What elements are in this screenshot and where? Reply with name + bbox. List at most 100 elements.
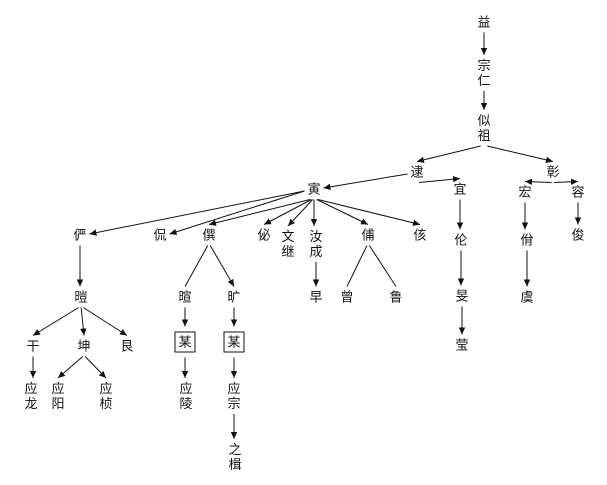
node-label: 应桢	[99, 381, 112, 412]
node-zongren: 宗仁	[477, 58, 490, 89]
node-label: 应龙	[24, 381, 37, 412]
node-label: 暟	[74, 291, 87, 306]
node-yin: 寅	[307, 182, 320, 198]
node-frame	[174, 331, 196, 353]
edge-fu-ceng	[346, 245, 368, 287]
edge-zhang-rong	[554, 178, 579, 185]
node-mou1: 某	[174, 331, 196, 353]
edge-yin-fu	[316, 199, 369, 225]
node-hui: 暟	[74, 291, 87, 306]
node-label: 佾	[520, 234, 533, 249]
node-yu2: 虞	[520, 291, 533, 306]
edge-zhang-hong	[524, 178, 552, 185]
edge-kun-yingzhen	[84, 356, 107, 379]
node-label: 应宗	[227, 381, 240, 412]
edge-yin-zhuan	[208, 199, 311, 226]
edge-yin-gai	[317, 199, 421, 226]
edge-hui-kun	[80, 307, 87, 336]
edge-yin-wenji	[287, 199, 314, 227]
edge-fu-lu	[368, 245, 397, 287]
node-lun: 伦	[454, 234, 467, 249]
edge-zhuan-kuang	[209, 245, 235, 287]
node-label: 俊	[571, 229, 584, 244]
node-kan: 侃	[153, 229, 166, 244]
node-label: 益	[477, 16, 490, 31]
node-rucheng: 汝成	[309, 230, 322, 260]
node-mou2: 某	[223, 331, 245, 353]
node-label: 宏	[518, 186, 531, 201]
node-yinglong: 应龙	[24, 381, 37, 412]
node-zhang: 彰	[546, 165, 559, 181]
edge-layer	[29, 32, 582, 439]
node-frame	[223, 331, 245, 353]
node-zao: 早	[309, 291, 322, 306]
node-label: 俨	[73, 229, 86, 244]
node-label: 文继	[281, 230, 294, 260]
node-bi: 佖	[257, 229, 270, 244]
node-yi: 益	[477, 16, 490, 31]
edge-hui-gan	[32, 307, 79, 336]
node-label: 早	[309, 291, 322, 306]
node-label: 应陵	[179, 381, 192, 412]
edge-sizu-zhang	[487, 145, 554, 164]
node-label: 僎	[202, 228, 215, 244]
node-yi2: 宜	[453, 183, 466, 198]
node-label: 曾	[340, 291, 353, 306]
node-label: 似祖	[477, 114, 490, 144]
edge-sizu-dai	[416, 145, 481, 163]
edge-zhuan-xuan	[184, 245, 209, 287]
node-label: 坤	[77, 340, 90, 355]
edge-dai-yi2	[419, 175, 461, 183]
edge-dai-yin	[323, 173, 408, 191]
node-ying: 莹	[455, 339, 468, 354]
node-label: 暄	[178, 291, 191, 306]
node-kuang: 旷	[227, 291, 240, 306]
node-label: 宗仁	[477, 58, 490, 89]
node-label: 寅	[307, 182, 320, 198]
node-label: 莹	[455, 339, 468, 354]
node-fu: 俌	[361, 229, 374, 244]
node-label: 逮	[410, 166, 423, 181]
edge-hui-liang	[83, 307, 128, 336]
node-jun: 俊	[571, 229, 584, 244]
node-dai: 逮	[410, 166, 423, 181]
edge-yin-yan	[89, 190, 305, 236]
node-hong: 宏	[518, 186, 531, 201]
node-ceng: 曾	[340, 291, 353, 306]
node-rong: 容	[571, 185, 584, 201]
node-gan: 干	[26, 340, 39, 355]
node-zhiji: 之楫	[228, 443, 241, 473]
node-label: 鲁	[389, 291, 402, 306]
node-label: 宜	[453, 183, 466, 198]
node-lu: 鲁	[389, 291, 402, 306]
node-label: 某	[178, 336, 191, 351]
node-label: 伦	[454, 234, 467, 249]
node-label: 汝成	[309, 230, 322, 260]
node-kun: 坤	[77, 340, 90, 355]
node-label: 佖	[257, 229, 270, 244]
edge-kun-yingyang	[57, 356, 84, 379]
node-label: 干	[26, 340, 39, 355]
edge-yin-kan	[169, 190, 305, 235]
node-label: 侅	[413, 229, 426, 244]
node-yingzhen: 应桢	[99, 381, 112, 412]
node-yu: 佾	[520, 234, 533, 249]
node-wenji: 文继	[281, 230, 294, 260]
node-xuan: 暄	[178, 291, 191, 306]
node-label: 侃	[153, 229, 166, 244]
node-zhuan: 僎	[202, 228, 215, 244]
node-label: 某	[227, 336, 240, 351]
node-label: 旷	[227, 291, 240, 306]
node-label: 虞	[520, 291, 533, 306]
edge-yin-bi	[263, 199, 312, 225]
node-label: 之楫	[228, 443, 241, 473]
node-label: 俌	[361, 229, 374, 244]
node-yingling: 应陵	[179, 381, 192, 412]
node-label: 艮	[120, 340, 133, 355]
node-yan: 俨	[73, 229, 86, 244]
node-yingyang: 应阳	[51, 381, 64, 412]
node-label: 旻	[455, 290, 468, 305]
node-label: 容	[571, 185, 584, 201]
node-sizu: 似祖	[477, 114, 490, 144]
